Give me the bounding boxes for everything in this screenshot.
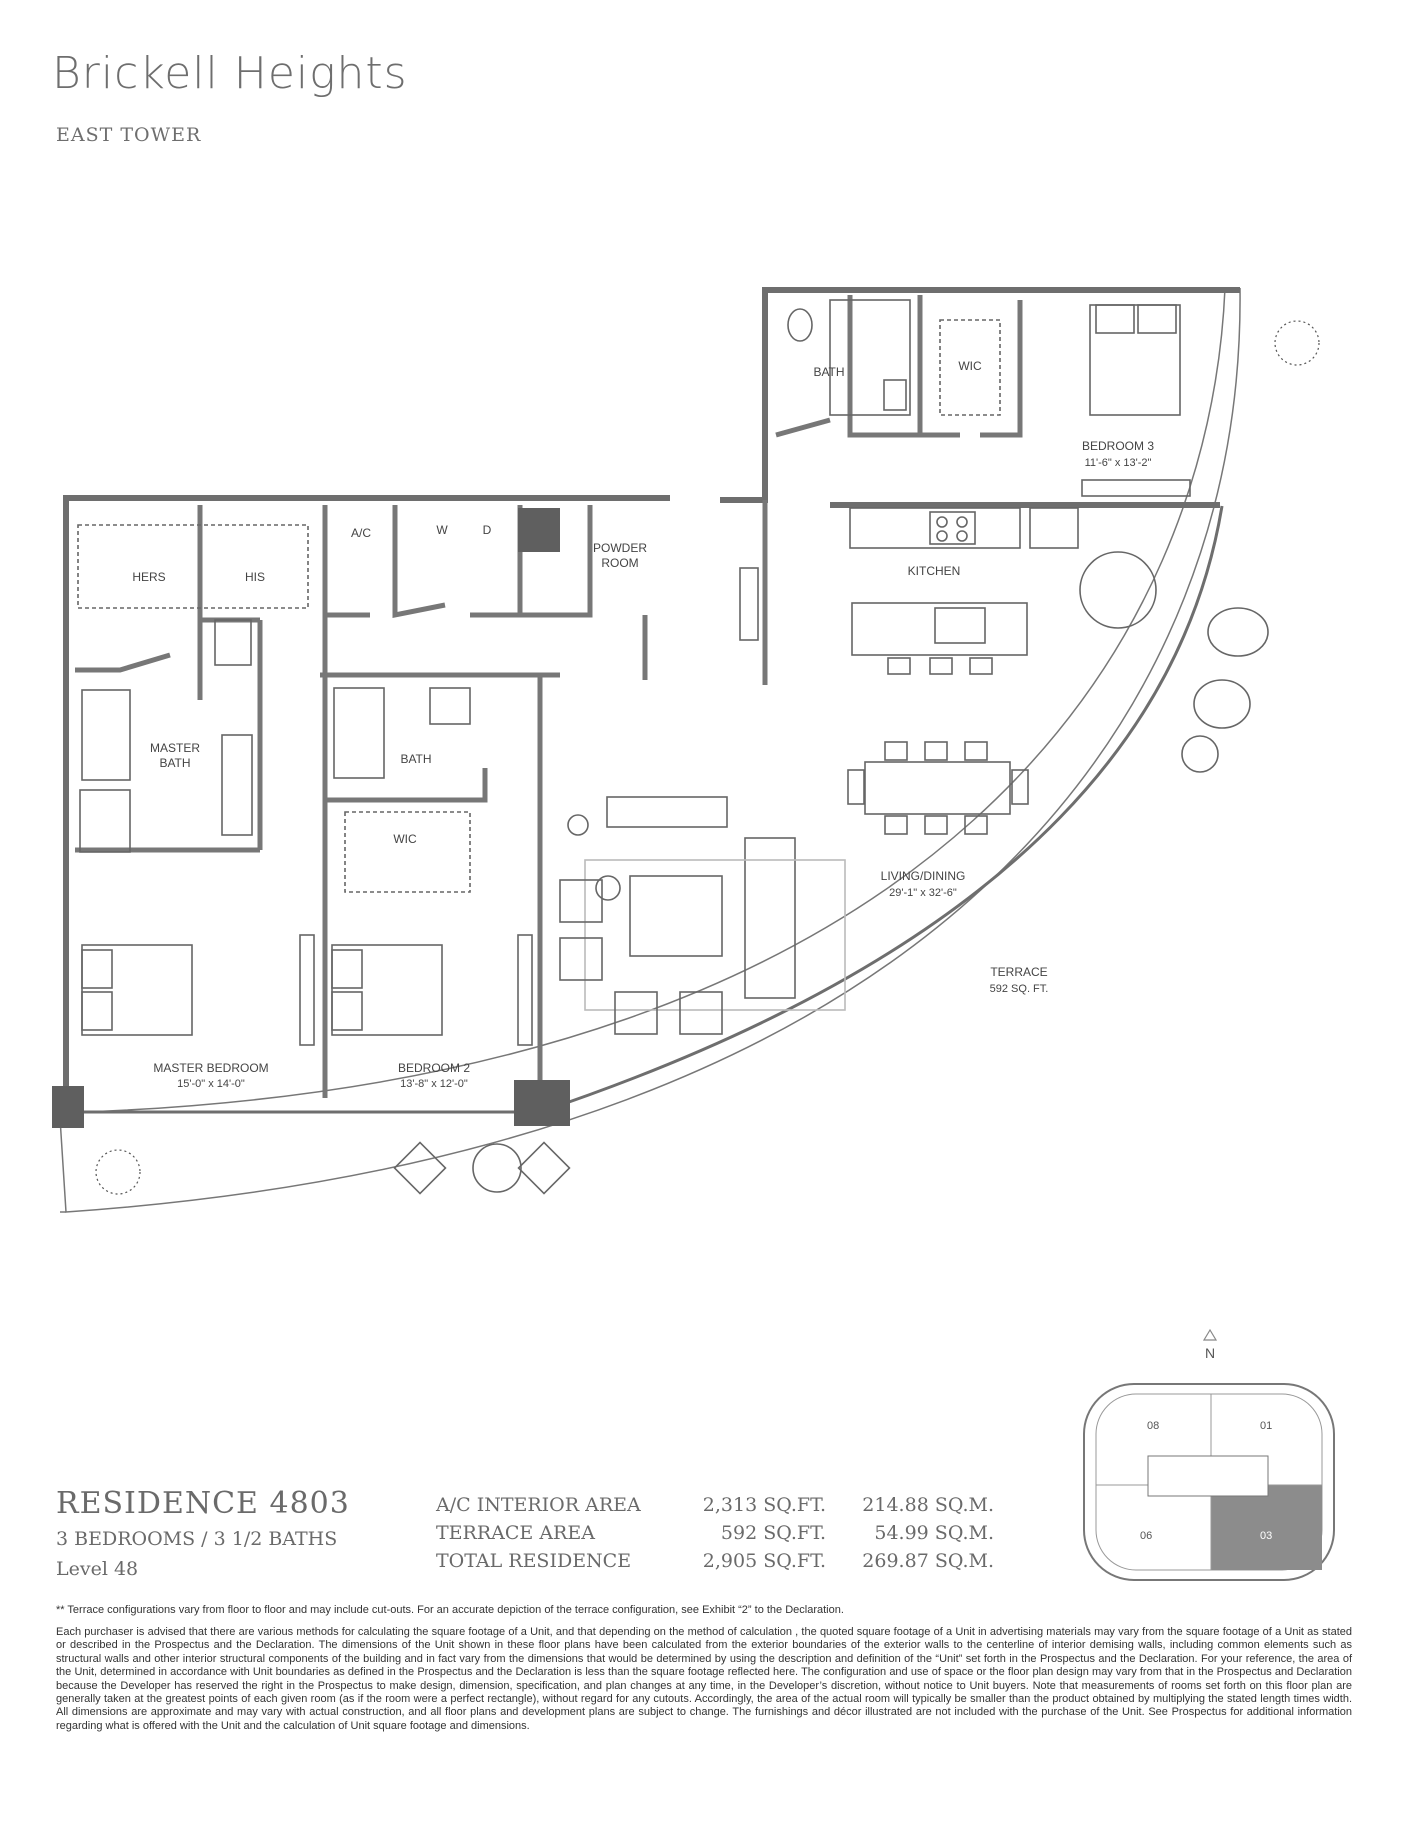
area-sqft: 592 SQ.FT.: [720, 1522, 826, 1544]
tower-name: EAST TOWER: [56, 124, 202, 146]
area-label: TERRACE AREA: [436, 1522, 595, 1544]
area-sqm: 54.99 SQ.M.: [874, 1522, 994, 1544]
residence-title: RESIDENCE 4803: [56, 1486, 350, 1521]
unit-01-label: 01: [1260, 1420, 1272, 1432]
room-label-master-bedroom: MASTER BEDROOM: [153, 1061, 268, 1075]
residence-bedrooms: 3 BEDROOMS / 3 1/2 BATHS: [56, 1528, 338, 1550]
unit-03-highlight: [1211, 1485, 1322, 1570]
room-dim-bedroom2: 13'-8" x 12'-0": [400, 1078, 468, 1090]
room-label-his: HIS: [245, 570, 265, 584]
area-table: A/C INTERIOR AREA 2,313 SQ.FT. 214.88 SQ…: [436, 1494, 994, 1578]
room-dim-living-dining: 29'-1" x 32'-6": [889, 887, 957, 899]
area-label: A/C INTERIOR AREA: [436, 1494, 641, 1516]
room-dim-master-bedroom: 15'-0" x 14'-0": [177, 1078, 245, 1090]
room-label-dryer: D: [483, 523, 492, 537]
room-label-living-dining: LIVING/DINING: [881, 869, 966, 883]
area-row: TOTAL RESIDENCE 2,905 SQ.FT. 269.87 SQ.M…: [436, 1550, 994, 1578]
area-sqft: 2,313 SQ.FT.: [702, 1494, 826, 1516]
room-label-bedroom2: BEDROOM 2: [398, 1061, 470, 1075]
room-label-wic-mid: WIC: [393, 832, 417, 846]
room-dim-bedroom3: 11'-6" x 13'-2": [1085, 457, 1152, 469]
terrace-footnote: ** Terrace configurations vary from floo…: [56, 1604, 844, 1616]
room-label-powder-2: ROOM: [601, 556, 638, 570]
plant-icon: [1274, 320, 1320, 366]
terrace-inner-edge: [83, 287, 1226, 1113]
disclaimer-text: Each purchaser is advised that there are…: [56, 1626, 1352, 1732]
plant-icon: [95, 1149, 141, 1195]
unit-08-label: 08: [1147, 1420, 1159, 1432]
window-wall-curve: [539, 505, 1224, 1114]
room-area-terrace: 592 SQ. FT.: [990, 983, 1049, 995]
exterior-wall-north-right: [720, 287, 1240, 503]
area-row: A/C INTERIOR AREA 2,313 SQ.FT. 214.88 SQ…: [436, 1494, 994, 1522]
room-label-powder-1: POWDER: [593, 541, 647, 555]
area-row: TERRACE AREA 592 SQ.FT. 54.99 SQ.M.: [436, 1522, 994, 1550]
room-label-washer: W: [436, 523, 448, 537]
key-plan: N 08 01 06 03: [1083, 1328, 1335, 1581]
area-sqm: 269.87 SQ.M.: [862, 1550, 994, 1572]
residence-level: Level 48: [56, 1558, 139, 1580]
floor-plan: HERS HIS A/C W D POWDER ROOM BATH WIC BE…: [52, 287, 1320, 1213]
north-label: N: [1205, 1345, 1215, 1361]
area-sqft: 2,905 SQ.FT.: [702, 1550, 826, 1572]
brand-title: Brickell Heights: [52, 48, 408, 99]
north-arrow-icon: [1202, 1328, 1218, 1341]
room-label-bath-top: BATH: [813, 365, 844, 379]
room-label-bath-mid: BATH: [400, 752, 431, 766]
unit-06-label: 06: [1140, 1530, 1152, 1542]
room-label-master-bath-2: BATH: [159, 756, 190, 770]
room-label-bedroom3: BEDROOM 3: [1082, 439, 1154, 453]
room-label-terrace: TERRACE: [990, 965, 1047, 979]
area-sqm: 214.88 SQ.M.: [862, 1494, 994, 1516]
room-label-ac: A/C: [351, 526, 371, 540]
room-label-kitchen: KITCHEN: [908, 564, 961, 578]
unit-03-label: 03: [1260, 1530, 1272, 1542]
room-label-wic-top: WIC: [958, 359, 982, 373]
area-label: TOTAL RESIDENCE: [436, 1550, 632, 1572]
room-label-master-bath-1: MASTER: [150, 741, 200, 755]
room-label-hers: HERS: [132, 570, 165, 584]
